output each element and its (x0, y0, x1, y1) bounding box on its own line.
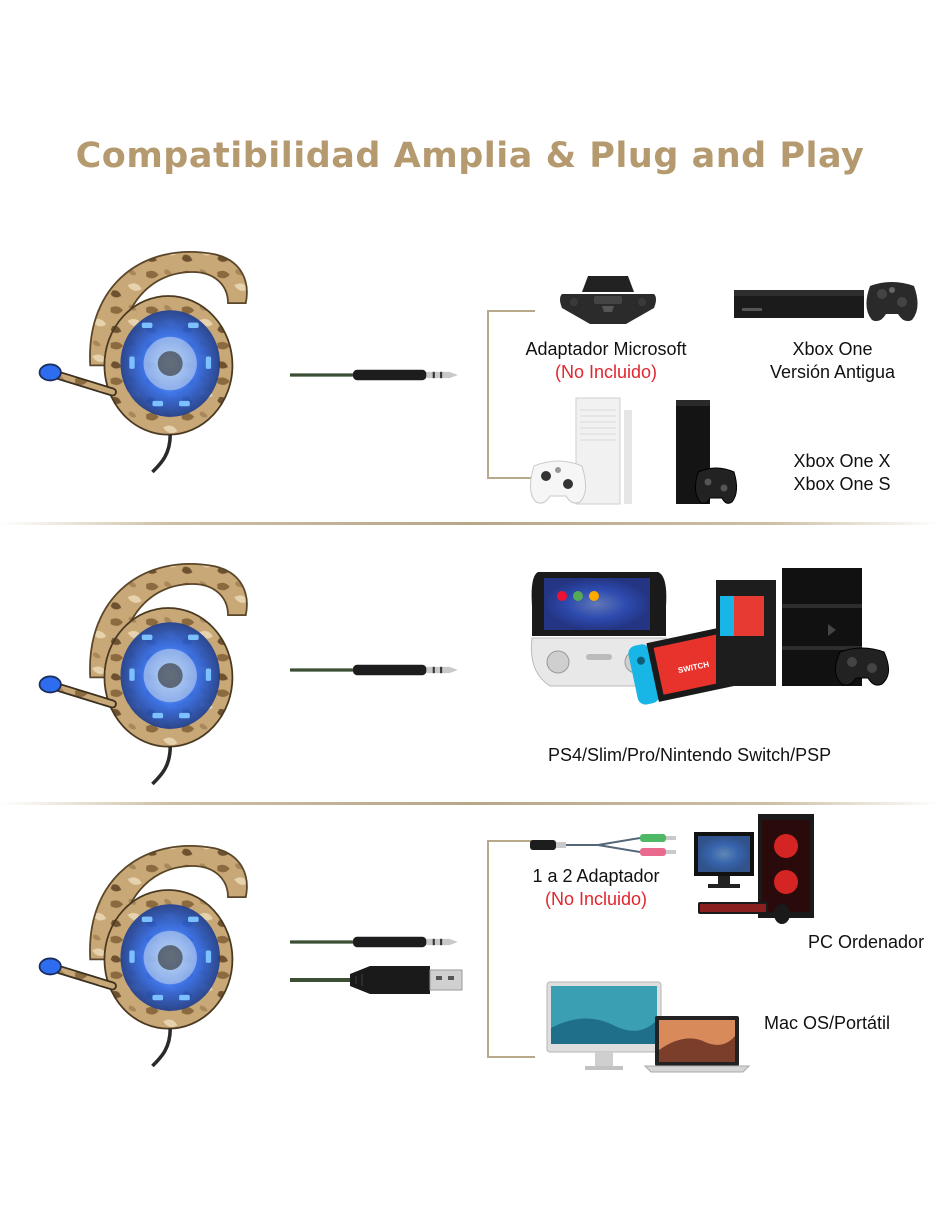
headset-icon (28, 232, 268, 472)
xbox-adapter-icon (560, 276, 656, 324)
pc-label: PC Ordenador (808, 932, 925, 952)
xbox-one-s-icon (530, 397, 632, 505)
mac-laptop-label: Mac OS/Portátil (764, 1013, 891, 1033)
section-divider (0, 802, 940, 805)
jack-cable-icon (288, 368, 460, 382)
xbox-one-x-s-label: Xbox One X Xbox One S (793, 451, 891, 494)
device-bracket (487, 310, 535, 479)
adapter-microsoft-label: Adaptador Microsoft (No Incluido) (506, 338, 706, 384)
splitter-cable-icon (530, 834, 676, 856)
device-bracket (487, 840, 535, 1058)
usb-cable-icon (290, 966, 463, 994)
not-included-note: (No Incluido) (554, 362, 658, 382)
jack-cable-icon (288, 935, 460, 949)
not-included-note: (No Incluido) (544, 889, 648, 909)
xbox-one-x-icon (676, 400, 738, 504)
mac-laptop-icon (546, 981, 751, 1073)
headset-icon (28, 826, 268, 1066)
nintendo-switch-icon: SWITCH (628, 623, 758, 705)
pc-gaming-icon (694, 814, 814, 924)
psp-icon (530, 572, 668, 687)
splitter-adapter-label: 1 a 2 Adaptador (No Incluido) (506, 865, 686, 911)
xbox-one-icon (734, 282, 918, 322)
playstation-switch-psp-label: PS4/Slim/Pro/Nintendo Switch/PSP (548, 745, 832, 765)
jack-cable-icon (288, 663, 460, 677)
xbox-one-label: Xbox One Versión Antigua (769, 339, 896, 382)
ps4-pro-icon (716, 568, 889, 686)
headset-icon (28, 544, 268, 784)
section-divider (0, 522, 940, 525)
page-title: Compatibilidad Amplia & Plug and Play (75, 136, 865, 176)
